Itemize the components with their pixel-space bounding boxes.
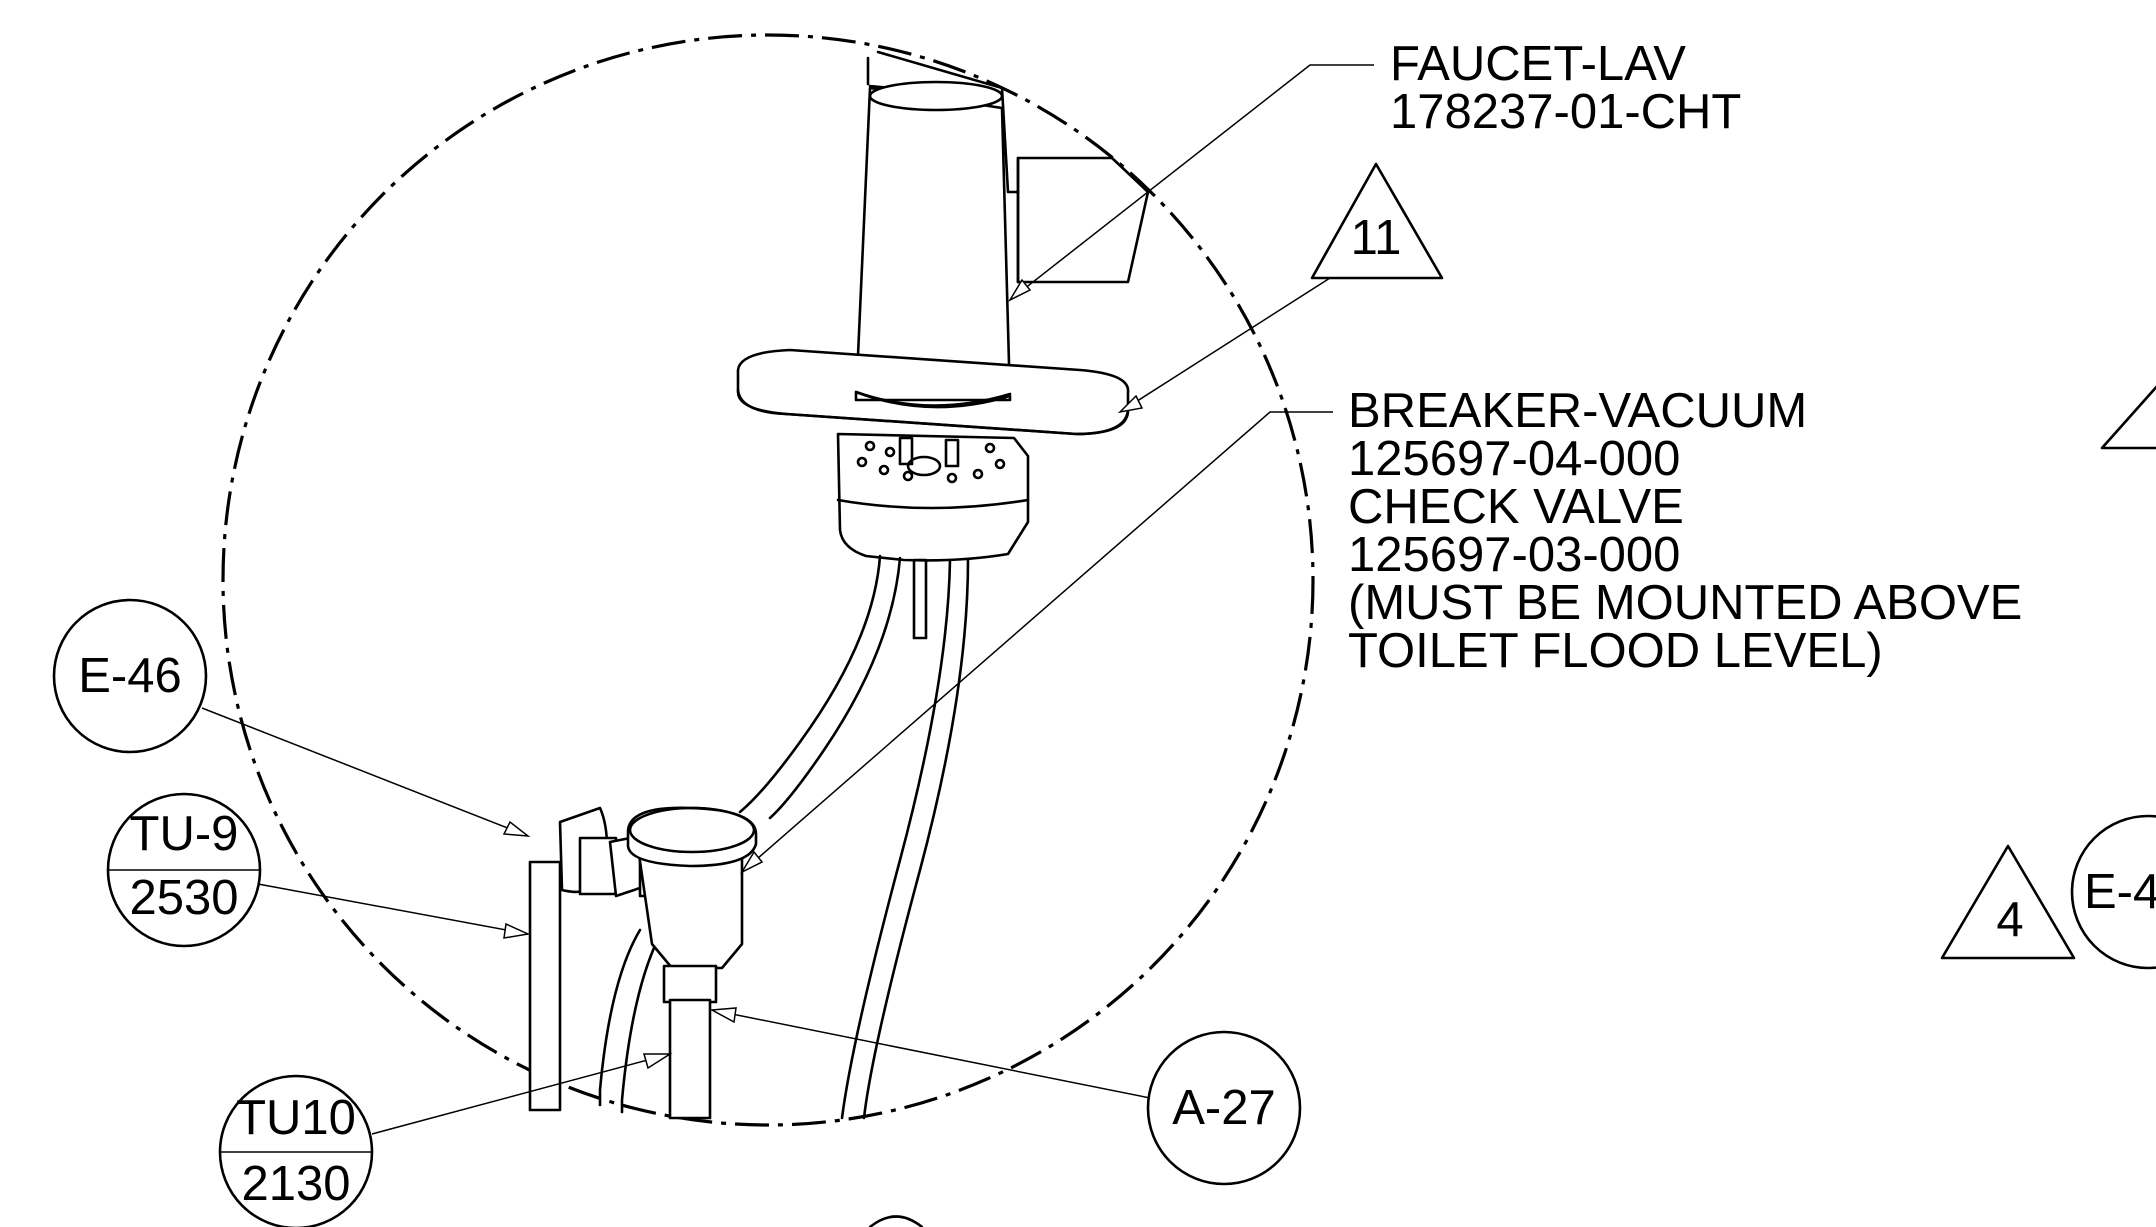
flag-partial-right <box>2100 385 2156 450</box>
flag-4: 4 <box>1940 844 2076 960</box>
balloon-e4-label: E-4 <box>2084 865 2156 919</box>
flag-11-label: 11 <box>1351 211 1402 265</box>
faucet-assembly <box>736 50 1150 436</box>
flag-4-label: 4 <box>1996 893 2023 947</box>
flag-11: 11 <box>1310 162 1444 280</box>
breaker-callout-line-3: CHECK VALVE <box>1348 480 1684 534</box>
balloon-tu9-bottom: 2530 <box>129 871 238 925</box>
mounting-block <box>836 432 1030 640</box>
balloon-a27: A-27 <box>1146 1030 1302 1186</box>
vacuum-breaker <box>528 806 758 1120</box>
balloon-tu10-top: TU10 <box>236 1091 356 1145</box>
balloon-e4-partial: E-4 <box>2070 814 2156 970</box>
partial-arc-bottom <box>868 1215 924 1227</box>
breaker-callout-line-2: 125697-04-000 <box>1348 432 1680 486</box>
breaker-callout: BREAKER-VACUUM 125697-04-000 CHECK VALVE… <box>1348 384 2022 678</box>
faucet-callout: FAUCET-LAV 178237-01-CHT <box>1390 37 1741 139</box>
breaker-callout-line-5: (MUST BE MOUNTED ABOVE <box>1348 576 2022 630</box>
faucet-callout-name: FAUCET-LAV <box>1390 37 1686 91</box>
balloon-a27-label: A-27 <box>1172 1081 1276 1135</box>
balloon-tu10-bottom: 2130 <box>241 1157 350 1211</box>
balloon-tu10: TU10 2130 <box>218 1074 374 1227</box>
leader-lines <box>201 64 1374 1135</box>
balloon-e46: E-46 <box>52 598 208 754</box>
balloon-tu9-top: TU-9 <box>130 807 239 861</box>
detail-view-circle <box>221 33 1315 1127</box>
supply-hoses <box>738 554 970 1120</box>
balloon-tu9: TU-9 2530 <box>106 792 262 948</box>
breaker-callout-line-4: 125697-03-000 <box>1348 528 1680 582</box>
breaker-callout-line-1: BREAKER-VACUUM <box>1348 384 1807 438</box>
balloon-e46-label: E-46 <box>78 649 182 703</box>
breaker-callout-line-6: TOILET FLOOD LEVEL) <box>1348 624 1883 678</box>
faucet-callout-part-number: 178237-01-CHT <box>1390 85 1741 139</box>
